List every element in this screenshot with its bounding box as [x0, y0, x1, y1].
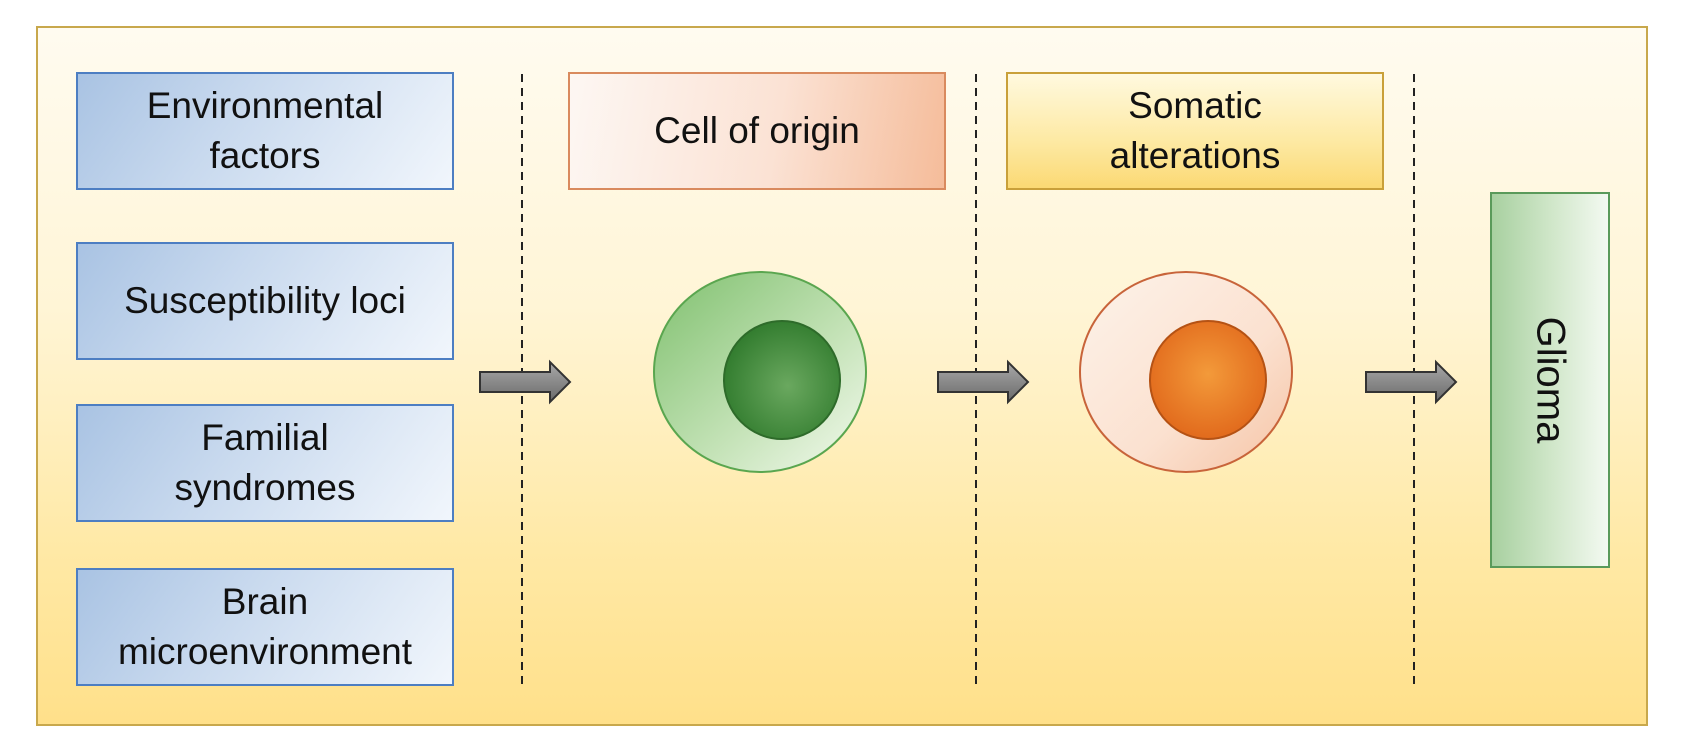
- factor-label-line1: Susceptibility loci: [124, 280, 406, 321]
- factor-brain-microenvironment: Brain microenvironment: [76, 568, 454, 686]
- stage-label-line1: Somatic: [1128, 85, 1262, 126]
- stage-cell-of-origin: Cell of origin: [568, 72, 946, 190]
- stage-label-line2: alterations: [1109, 135, 1281, 176]
- outcome-label: Glioma: [1528, 316, 1573, 444]
- factor-environmental: Environmental factors: [76, 72, 454, 190]
- outcome-glioma: Glioma: [1490, 192, 1610, 568]
- stage-label: Cell of origin: [654, 110, 860, 151]
- arrow-icon: [479, 359, 572, 405]
- factor-familial-syndromes: Familial syndromes: [76, 404, 454, 522]
- normal-cell-nucleus-icon: [723, 320, 841, 440]
- factor-susceptibility-loci: Susceptibility loci: [76, 242, 454, 360]
- arrow-icon: [937, 359, 1030, 405]
- factor-label-line2: microenvironment: [117, 631, 413, 672]
- stage-somatic-alterations: Somatic alterations: [1006, 72, 1384, 190]
- arrow-icon: [1365, 359, 1458, 405]
- factor-label-line1: Environmental: [146, 85, 384, 126]
- factor-label-line2: factors: [209, 135, 321, 176]
- altered-cell-nucleus-icon: [1149, 320, 1267, 440]
- factor-label-line2: syndromes: [174, 467, 356, 508]
- factor-label-line1: Familial: [201, 417, 329, 458]
- factor-label-line1: Brain: [221, 581, 309, 622]
